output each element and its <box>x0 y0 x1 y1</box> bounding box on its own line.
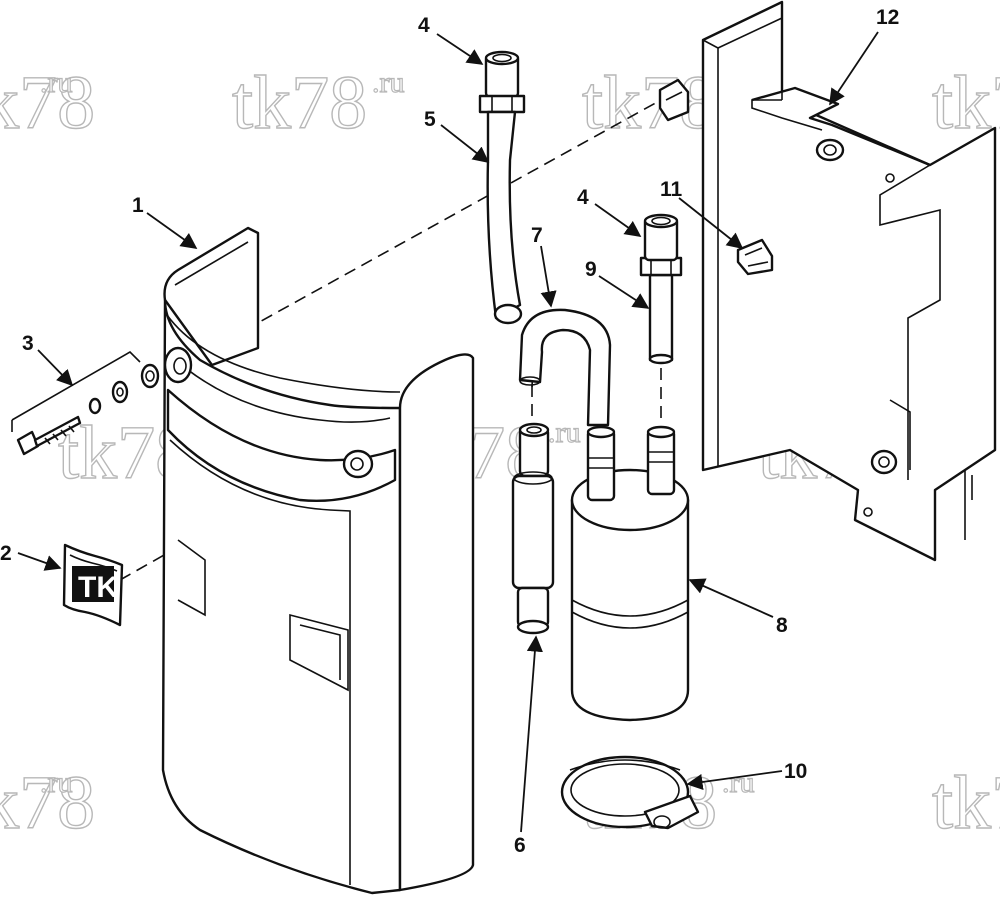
watermark: tk78 .ru <box>0 60 96 145</box>
svg-text:.ru: .ru <box>40 766 73 799</box>
callout-2: 2 <box>0 542 12 565</box>
callout-4-middle: 4 <box>577 186 589 209</box>
svg-text:tk78: tk78 <box>0 761 95 845</box>
decal: TK <box>62 543 124 627</box>
hose-clamp <box>560 755 700 830</box>
callout-7: 7 <box>531 224 543 247</box>
svg-text:.ru: .ru <box>40 66 73 99</box>
clip <box>736 238 774 276</box>
coupler <box>511 422 555 635</box>
callout-11: 11 <box>660 178 683 201</box>
logo-image: TK <box>72 566 118 604</box>
watermark: tk78 .ru <box>0 760 96 845</box>
callout-5: 5 <box>424 108 436 131</box>
svg-text:.ru: .ru <box>722 766 755 799</box>
hose <box>486 110 523 325</box>
callout-10: 10 <box>784 760 807 783</box>
callout-3: 3 <box>22 332 34 355</box>
hose-fitting-top <box>478 50 526 114</box>
hose-fitting-middle <box>639 213 683 277</box>
svg-text:TK: TK <box>78 571 118 604</box>
screw-washers <box>11 351 160 456</box>
straight-tube <box>648 273 674 365</box>
clip-top <box>658 78 690 122</box>
callout-12: 12 <box>876 6 899 29</box>
svg-text:.ru: .ru <box>372 66 405 99</box>
svg-text:.ru: .ru <box>548 416 581 449</box>
callout-6: 6 <box>514 834 526 857</box>
callout-9: 9 <box>585 258 597 281</box>
u-tube <box>518 308 612 427</box>
callout-1: 1 <box>132 194 144 217</box>
cover-housing <box>161 226 475 895</box>
watermark: tk78 <box>931 760 1000 845</box>
watermark: tk78 .ru <box>231 60 405 145</box>
leader-lines <box>17 31 879 833</box>
svg-text:tk78: tk78 <box>0 61 95 145</box>
callout-8: 8 <box>776 614 788 637</box>
callout-labels: 1 2 3 4 5 4 7 9 11 12 8 6 10 <box>0 6 899 857</box>
svg-text:tk78: tk78 <box>232 61 367 145</box>
filter-canister <box>570 425 690 722</box>
callout-4-top: 4 <box>418 14 430 37</box>
mounting-bracket <box>701 0 997 562</box>
svg-text:tk78: tk78 <box>932 761 1000 845</box>
